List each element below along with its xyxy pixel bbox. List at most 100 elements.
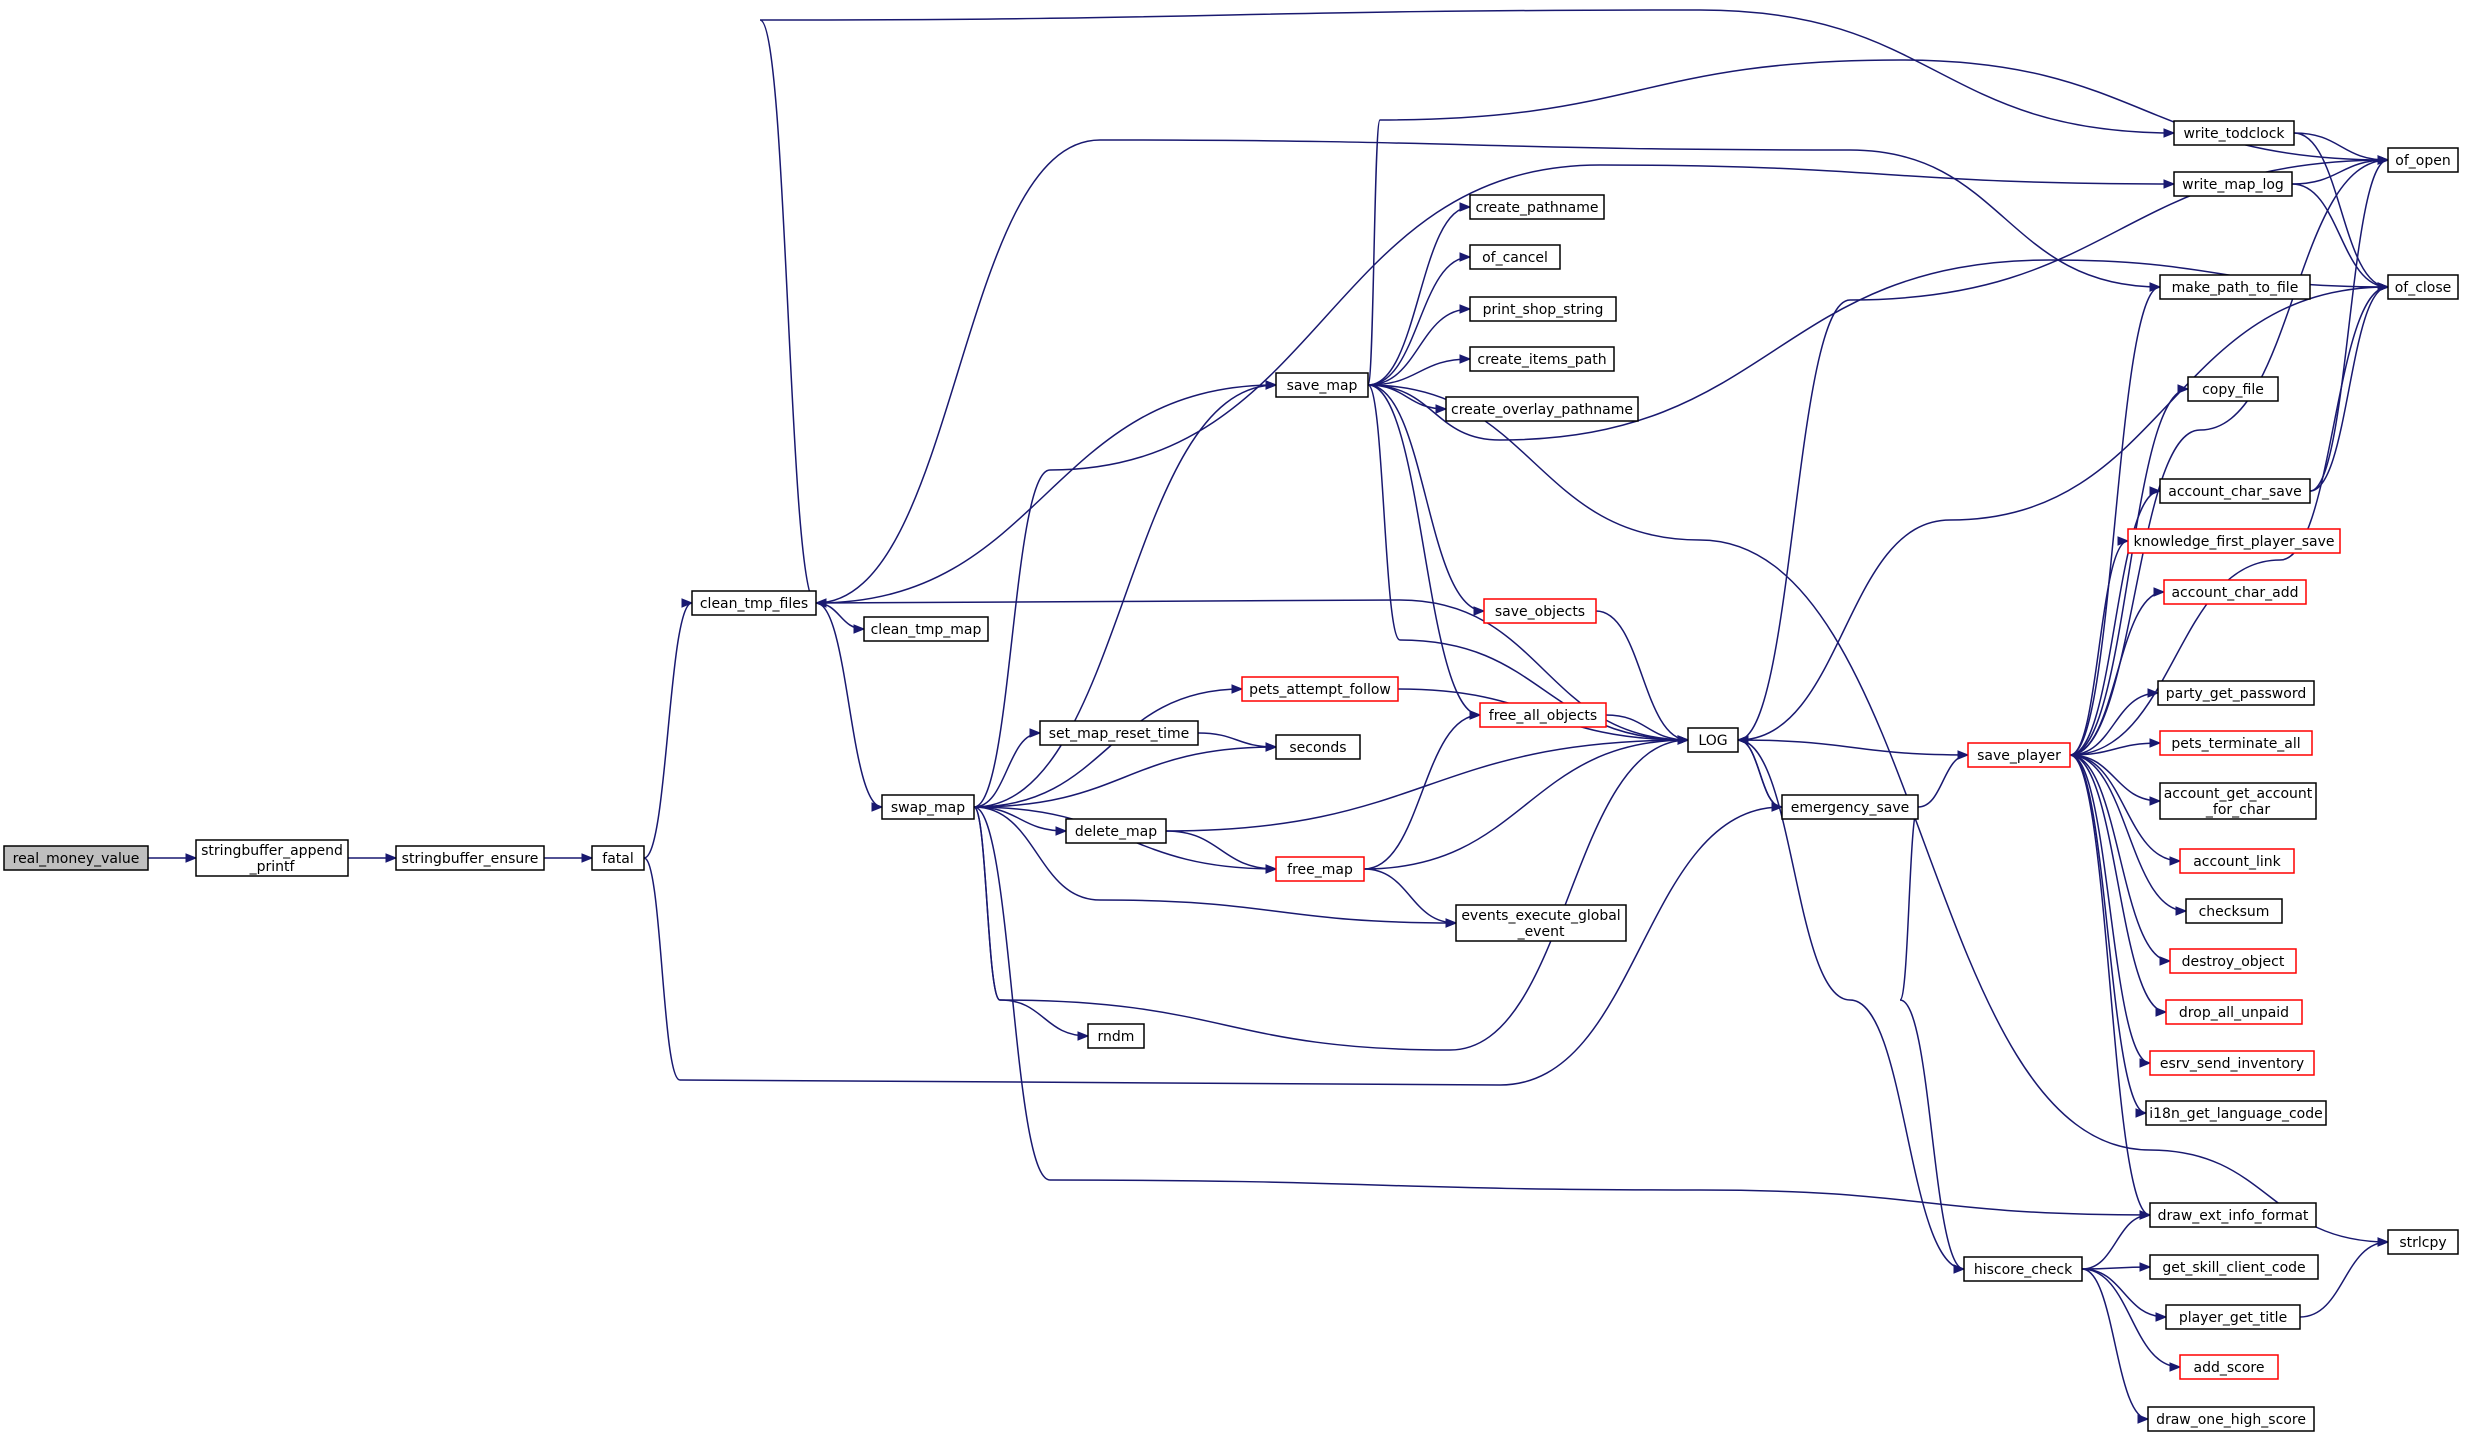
edge-player_get_title-to-strlcpy <box>2299 1237 2390 1318</box>
node-party-get-password[interactable]: party_get_password <box>2157 680 2315 706</box>
node-label: real_money_value <box>13 851 140 867</box>
node-label: free_map <box>1287 862 1353 878</box>
node-save-player[interactable]: save_player <box>1967 742 2071 768</box>
edge-hiscore_check-to-add_score <box>2081 1268 2182 1372</box>
node-copy-file[interactable]: copy_file <box>2187 376 2279 402</box>
node-box <box>2159 478 2311 504</box>
edge-account_char_save-to-of_open <box>2309 155 2390 492</box>
node-destroy-object[interactable]: destroy_object <box>2169 948 2297 974</box>
node-label: LOG <box>1698 733 1727 749</box>
node-label: clean_tmp_files <box>700 596 808 612</box>
node-label: clean_tmp_map <box>871 622 982 638</box>
edge-account_char_save-to-of_close <box>2309 282 2390 492</box>
node-emergency-save[interactable]: emergency_save <box>1781 794 1919 820</box>
edge-save_map-to-of_cancel <box>1367 252 1472 386</box>
node-box <box>395 845 545 871</box>
edge-swap_map-to-write_map_log <box>973 164 2176 808</box>
node-of-open[interactable]: of_open <box>2387 147 2459 173</box>
node-create-overlay-pathname[interactable]: create_overlay_pathname <box>1445 396 1639 422</box>
node-save-objects[interactable]: save_objects <box>1483 598 1597 624</box>
node-create-pathname[interactable]: create_pathname <box>1469 194 1605 220</box>
edge-fatal-to-clean_tmp_files <box>643 598 694 859</box>
node-rndm[interactable]: rndm <box>1087 1023 1145 1049</box>
node-get-skill-client-code[interactable]: get_skill_client_code <box>2149 1254 2319 1280</box>
node-box <box>2147 1406 2315 1432</box>
node-knowledge-first-player-save[interactable]: knowledge_first_player_save <box>2127 528 2341 554</box>
node-box <box>2185 898 2283 924</box>
node-box <box>1241 676 1399 702</box>
node-box <box>1087 1023 1145 1049</box>
node-label: esrv_send_inventory <box>2160 1056 2304 1072</box>
node-account-char-save[interactable]: account_char_save <box>2159 478 2311 504</box>
node-box <box>2387 147 2459 173</box>
node-stringbuffer-ensure[interactable]: stringbuffer_ensure <box>395 845 545 871</box>
node-of-cancel[interactable]: of_cancel <box>1469 244 1561 270</box>
node-make-path-to-file[interactable]: make_path_to_file <box>2159 274 2311 300</box>
edge-save_player-to-checksum <box>2069 754 2188 916</box>
node-box <box>1469 296 1617 322</box>
node-stringbuffer-append-printf[interactable]: stringbuffer_append_printf <box>195 839 349 877</box>
node-label: party_get_password <box>2166 686 2306 702</box>
node-label: _for_char <box>2205 802 2270 818</box>
edge-save_map-to-print_shop_string <box>1367 304 1472 386</box>
node-label: get_skill_client_code <box>2162 1260 2305 1276</box>
node-clean-tmp-map[interactable]: clean_tmp_map <box>863 616 989 642</box>
edge-save_player-to-account_char_save <box>2069 486 2162 756</box>
node-hiscore-check[interactable]: hiscore_check <box>1963 1256 2083 1282</box>
edge-save_player-to-account_link <box>2069 754 2182 866</box>
node-strlcpy[interactable]: strlcpy <box>2387 1229 2459 1255</box>
node-label: save_objects <box>1495 604 1585 620</box>
node-label: draw_ext_info_format <box>2158 1208 2309 1224</box>
node-swap-map[interactable]: swap_map <box>881 794 975 820</box>
node-label: create_items_path <box>1477 352 1606 368</box>
edge-save_player-to-destroy_object <box>2069 754 2172 966</box>
edge-delete_map-to-free_map <box>1165 830 1278 874</box>
node-drop-all-unpaid[interactable]: drop_all_unpaid <box>2165 999 2303 1025</box>
node-box <box>1483 598 1597 624</box>
node-account-link[interactable]: account_link <box>2179 848 2295 874</box>
node-label: account_link <box>2193 854 2281 870</box>
node-box <box>2127 528 2341 554</box>
node-account-char-add[interactable]: account_char_add <box>2163 579 2307 605</box>
node-label: pets_terminate_all <box>2171 736 2300 752</box>
node-seconds[interactable]: seconds <box>1275 734 1361 760</box>
edge-stringbuffer_append_printf-to-stringbuffer_ensure <box>347 853 398 863</box>
node-label: hiscore_check <box>1974 1262 2073 1278</box>
node-fatal[interactable]: fatal <box>591 845 645 871</box>
node-delete-map[interactable]: delete_map <box>1065 818 1167 844</box>
node-label: checksum <box>2199 904 2270 920</box>
node-box <box>881 794 975 820</box>
node-free-map[interactable]: free_map <box>1275 856 1365 882</box>
node-free-all-objects[interactable]: free_all_objects <box>1479 702 1607 728</box>
node-account-get-account-for-char[interactable]: account_get_account_for_char <box>2159 782 2317 820</box>
node-draw-ext-info-format[interactable]: draw_ext_info_format <box>2149 1202 2317 1228</box>
node-pets-attempt-follow[interactable]: pets_attempt_follow <box>1241 676 1399 702</box>
nodes-layer: real_money_value stringbuffer_append_prin… <box>3 120 2459 1432</box>
node-pets-terminate-all[interactable]: pets_terminate_all <box>2159 730 2313 756</box>
edge-swap_map-to-draw_ext_info_format <box>973 806 2152 1220</box>
node-write-todclock[interactable]: write_todclock <box>2173 120 2295 146</box>
node-draw-one-high-score[interactable]: draw_one_high_score <box>2147 1406 2315 1432</box>
node-clean-tmp-files[interactable]: clean_tmp_files <box>691 590 817 616</box>
node-i18n-get-language-code[interactable]: i18n_get_language_code <box>2145 1100 2327 1126</box>
node-save-map[interactable]: save_map <box>1275 372 1369 398</box>
edge-write_todclock-to-of_close <box>2293 132 2390 292</box>
node-esrv-send-inventory[interactable]: esrv_send_inventory <box>2149 1050 2315 1076</box>
node-player-get-title[interactable]: player_get_title <box>2165 1304 2301 1330</box>
node-LOG[interactable]: LOG <box>1687 727 1739 753</box>
node-checksum[interactable]: checksum <box>2185 898 2283 924</box>
node-box <box>1469 194 1605 220</box>
node-set-map-reset-time[interactable]: set_map_reset_time <box>1039 720 1199 746</box>
node-label: add_score <box>2194 1360 2265 1376</box>
edge-save_map-to-free_all_objects <box>1367 384 1482 720</box>
node-label: strlcpy <box>2399 1235 2446 1251</box>
node-add-score[interactable]: add_score <box>2179 1354 2279 1380</box>
node-print-shop-string[interactable]: print_shop_string <box>1469 296 1617 322</box>
node-events-execute-global-event[interactable]: events_execute_global_event <box>1455 904 1627 942</box>
edge-stringbuffer_ensure-to-fatal <box>543 853 594 863</box>
node-create-items-path[interactable]: create_items_path <box>1469 346 1615 372</box>
edge-save_map-to-of_open <box>1367 59 2390 386</box>
node-real-money-value[interactable]: real_money_value <box>3 845 149 871</box>
node-write-map-log[interactable]: write_map_log <box>2173 171 2293 197</box>
node-of-close[interactable]: of_close <box>2387 274 2459 300</box>
